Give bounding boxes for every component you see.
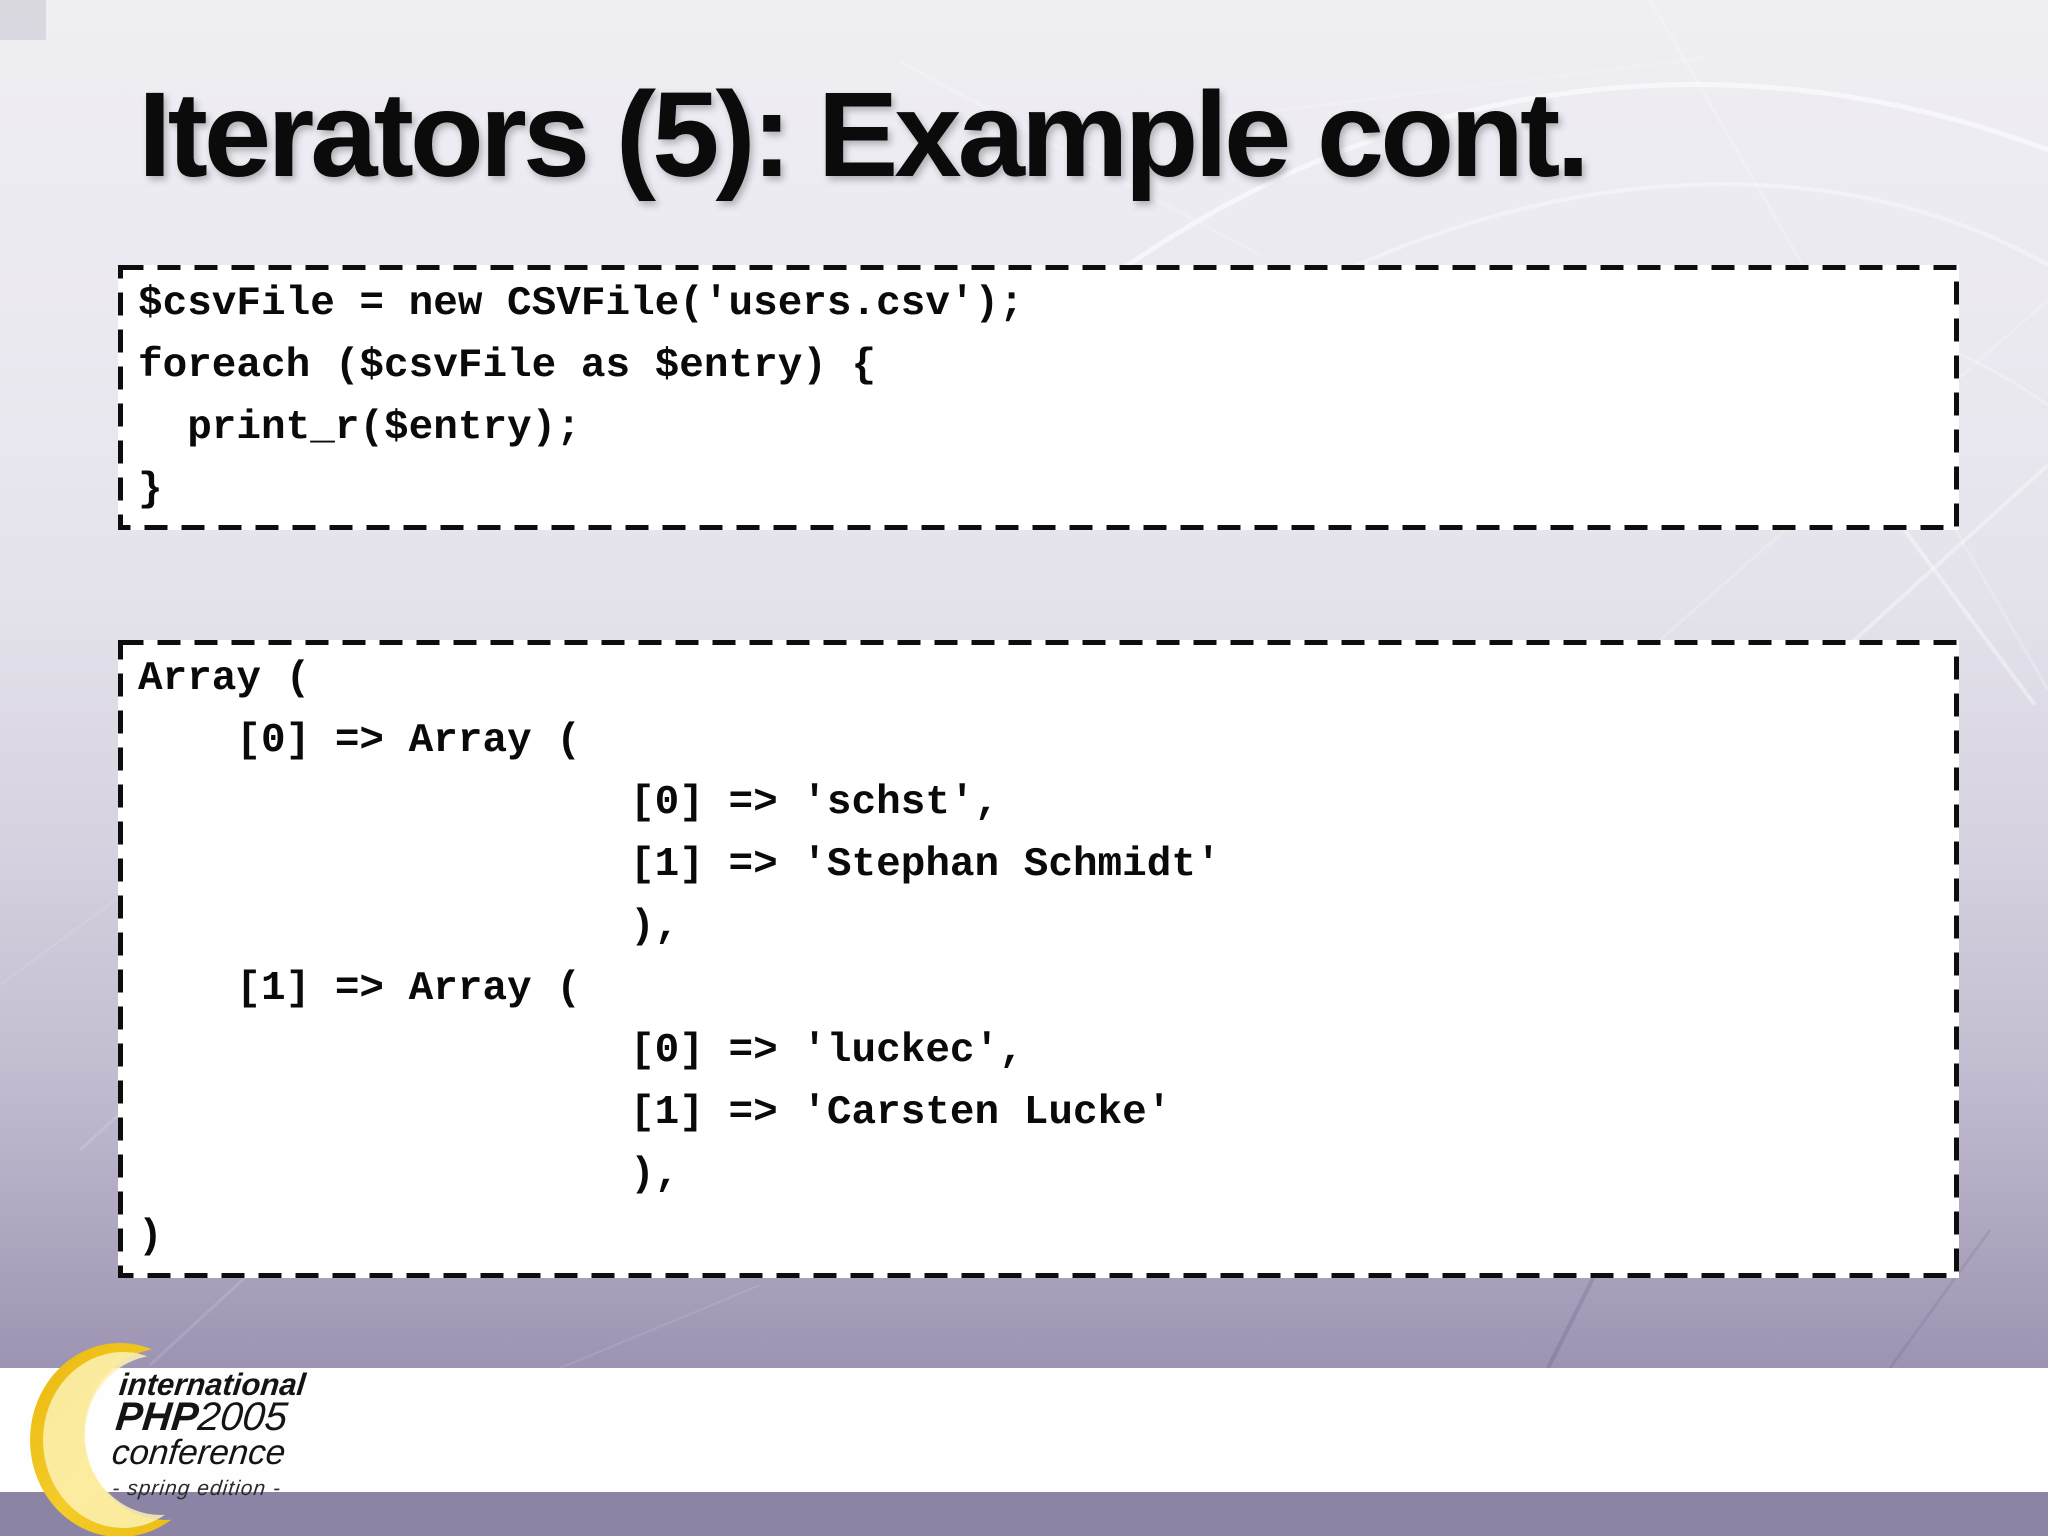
output-lines: Array ( [0] => Array ( [0] => 'schst', [… bbox=[138, 648, 1949, 1274]
output-line: ) bbox=[138, 1214, 163, 1260]
page-title: Iterators (5): Example cont. bbox=[138, 66, 1590, 202]
dashed-border bbox=[118, 265, 1959, 530]
output-line: Array ( bbox=[138, 656, 311, 702]
footer-band bbox=[0, 1368, 2048, 1492]
code-line: foreach ($csvFile as $entry) { bbox=[138, 343, 877, 389]
output-line: ), bbox=[138, 904, 680, 950]
code-line: } bbox=[138, 467, 163, 513]
code-line: $csvFile = new CSVFile('users.csv'); bbox=[138, 281, 1024, 327]
php-conference-logo: international PHP2005 conference - sprin… bbox=[26, 1336, 386, 1536]
output-line: [0] => Array ( bbox=[138, 718, 581, 764]
logo-text: international PHP2005 conference - sprin… bbox=[107, 1367, 307, 1502]
code-line: print_r($entry); bbox=[138, 405, 581, 451]
output-line: [0] => 'schst', bbox=[138, 780, 1000, 826]
output-box: Array ( [0] => Array ( [0] => 'schst', [… bbox=[118, 640, 1959, 1278]
logo-crescent-icon bbox=[28, 1340, 218, 1536]
logo-spring-edition: - spring edition - bbox=[111, 1477, 283, 1500]
output-line: [0] => 'luckec', bbox=[138, 1028, 1024, 1074]
background-corner-shade bbox=[0, 0, 46, 40]
code-box: $csvFile = new CSVFile('users.csv'); for… bbox=[118, 265, 1959, 530]
dashed-border bbox=[118, 640, 1959, 1278]
logo-php2005: PHP2005 bbox=[114, 1395, 304, 1439]
footer-strip bbox=[0, 1492, 2048, 1536]
output-line: ), bbox=[138, 1152, 680, 1198]
output-line: [1] => 'Carsten Lucke' bbox=[138, 1090, 1172, 1136]
output-line: [1] => 'Stephan Schmidt' bbox=[138, 842, 1221, 888]
output-line: [1] => Array ( bbox=[138, 966, 581, 1012]
logo-conference: conference bbox=[110, 1433, 288, 1472]
code-lines: $csvFile = new CSVFile('users.csv'); for… bbox=[138, 273, 1949, 526]
